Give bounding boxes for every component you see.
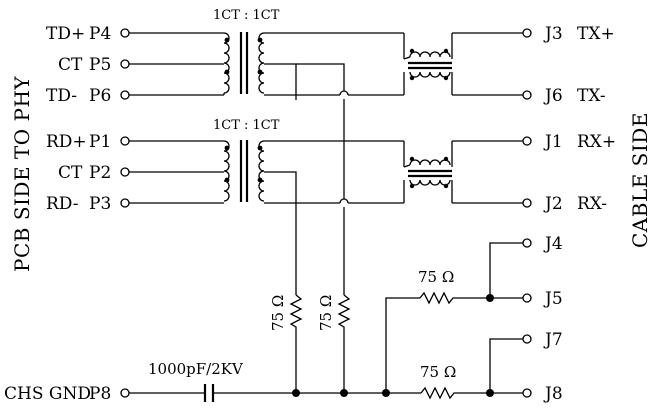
left-pin-p2: CT P2 xyxy=(58,163,111,183)
pin-signal: CT xyxy=(58,163,83,183)
pin-signal: CT xyxy=(58,55,83,75)
terminal-j3 xyxy=(522,28,532,38)
left-pin-p5: CT P5 xyxy=(58,55,111,75)
pin-number: P4 xyxy=(89,24,111,44)
transformer-top-ratio: 1CT : 1CT xyxy=(213,8,280,23)
right-pin-j3: J3 TX+ xyxy=(543,24,615,44)
pin-signal: RD+ xyxy=(46,132,87,152)
pin-number: J6 xyxy=(543,86,563,106)
junction-node xyxy=(292,389,300,397)
right-pin-j8: J8 xyxy=(543,384,563,404)
terminal-j1 xyxy=(522,136,532,146)
left-pin-p4: TD+ P4 xyxy=(46,24,111,44)
left-pin-p3: RD- P3 xyxy=(46,194,111,214)
pin-number: P6 xyxy=(89,86,111,106)
choke-rx xyxy=(403,141,453,203)
terminal-j2 xyxy=(522,198,532,208)
right-pin-j1: J1 RX+ xyxy=(543,132,616,152)
right-pin-j7: J7 xyxy=(543,330,563,350)
pin-signal: TD- xyxy=(46,86,77,106)
pin-number: J3 xyxy=(543,24,563,44)
terminal-p8 xyxy=(120,388,130,398)
resistor-r1-label: 75 Ω xyxy=(269,295,287,331)
pin-number: J2 xyxy=(543,194,563,214)
right-pin-j5: J5 xyxy=(543,289,563,309)
terminal-p4 xyxy=(120,28,130,38)
pin-number: P8 xyxy=(89,384,111,404)
pin-number: P1 xyxy=(89,132,111,152)
resistor-r1 xyxy=(289,294,303,393)
pin-signal: CHS GND xyxy=(4,384,91,404)
terminal-p5 xyxy=(120,59,130,69)
pin-signal: TD+ xyxy=(46,24,85,44)
right-pin-j6: J6 TX- xyxy=(543,86,606,106)
resistor-r3 xyxy=(419,291,490,305)
transformer-bottom-ratio: 1CT : 1CT xyxy=(213,118,280,133)
capacitor-label: 1000pF/2KV xyxy=(148,360,244,378)
pcb-side-label: PCB SIDE TO PHY xyxy=(10,76,34,272)
capacitor xyxy=(203,384,215,402)
terminal-j4 xyxy=(522,238,532,248)
terminal-j5 xyxy=(522,293,532,303)
transformer-tx xyxy=(223,32,265,94)
pin-signal: RD- xyxy=(46,194,79,214)
terminal-j7 xyxy=(522,334,532,344)
terminal-p1 xyxy=(120,136,130,146)
pin-signal: TX- xyxy=(577,86,606,106)
left-pin-p1: RD+ P1 xyxy=(46,132,111,152)
right-pin-j4: J4 xyxy=(543,234,563,254)
terminal-p2 xyxy=(120,167,130,177)
terminal-j6 xyxy=(522,90,532,100)
resistor-r4-label: 75 Ω xyxy=(420,363,456,381)
pin-number: J1 xyxy=(543,132,563,152)
pin-signal: RX+ xyxy=(577,132,616,152)
cable-side-label: CABLE SIDE xyxy=(628,112,652,248)
resistor-r2 xyxy=(337,294,351,393)
resistor-r3-label: 75 Ω xyxy=(418,268,454,286)
junction-node xyxy=(486,389,494,397)
terminal-p6 xyxy=(120,90,130,100)
junction-node xyxy=(486,294,494,302)
right-pin-j2: J2 RX- xyxy=(543,194,607,214)
pin-signal: TX+ xyxy=(577,24,615,44)
transformer-rx xyxy=(223,140,265,202)
pin-number: P2 xyxy=(89,163,111,183)
junction-node xyxy=(340,389,348,397)
left-pin-p8: CHS GND P8 xyxy=(4,384,111,404)
pin-number: P5 xyxy=(89,55,111,75)
resistor-r2-label: 75 Ω xyxy=(317,295,335,331)
pin-number: P3 xyxy=(89,194,111,214)
terminal-j8 xyxy=(522,388,532,398)
left-pin-p6: TD- P6 xyxy=(46,86,111,106)
pin-signal: RX- xyxy=(577,194,607,214)
terminal-p3 xyxy=(120,198,130,208)
choke-tx xyxy=(403,33,453,95)
resistor-r4 xyxy=(420,386,490,400)
